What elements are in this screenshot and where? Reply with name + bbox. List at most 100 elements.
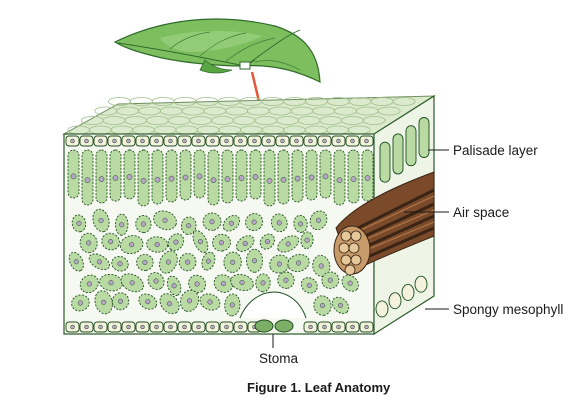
nucleus	[209, 219, 215, 225]
vein-tube	[350, 254, 362, 266]
nucleus	[364, 175, 371, 181]
nucleus	[70, 138, 75, 144]
lower-epidermis	[65, 321, 374, 333]
nucleus	[280, 176, 287, 183]
nucleus	[242, 240, 248, 247]
nucleus	[126, 324, 131, 330]
nucleus	[98, 176, 105, 182]
nucleus	[229, 302, 235, 308]
nucleus	[117, 298, 124, 304]
side-epidermis-cell	[414, 275, 428, 293]
nucleus	[142, 259, 148, 266]
nucleus	[140, 324, 145, 330]
nucleus	[304, 237, 310, 243]
nucleus	[238, 324, 243, 330]
nucleus	[210, 177, 217, 184]
nucleus	[140, 221, 146, 227]
nucleus	[207, 299, 213, 305]
side-palisade-cell	[379, 141, 391, 183]
nucleus	[86, 240, 92, 246]
vein-tube	[350, 230, 362, 242]
nucleus	[295, 260, 302, 266]
nucleus	[154, 176, 161, 183]
nucleus	[327, 277, 333, 283]
vein-tube	[340, 254, 352, 266]
nucleus	[108, 239, 114, 245]
nucleus	[251, 258, 258, 264]
nucleus	[347, 280, 353, 286]
nucleus	[306, 282, 312, 288]
nucleus	[252, 174, 259, 180]
nucleus	[112, 138, 117, 144]
nucleus	[129, 280, 135, 286]
nucleus	[308, 138, 313, 144]
nucleus	[224, 138, 229, 144]
nucleus	[126, 138, 131, 144]
vein-tube	[340, 230, 352, 242]
nucleus	[322, 173, 329, 180]
nucleus	[238, 138, 243, 144]
nucleus	[276, 261, 282, 267]
spongy-cells	[68, 208, 359, 317]
nucleus	[276, 220, 282, 226]
nucleus	[96, 259, 102, 265]
nucleus	[112, 324, 117, 330]
nucleus	[283, 277, 289, 283]
nucleus	[140, 177, 147, 184]
label-air-space: Air space	[453, 205, 509, 220]
nucleus	[126, 174, 133, 180]
vein-cross-section	[333, 225, 371, 276]
nucleus	[196, 138, 201, 144]
nucleus	[129, 242, 135, 248]
nucleus	[153, 278, 159, 284]
nucleus	[165, 259, 171, 265]
nucleus	[119, 222, 125, 228]
nucleus	[186, 298, 193, 304]
nucleus	[196, 173, 203, 180]
nucleus	[173, 239, 179, 245]
nucleus	[86, 281, 92, 287]
label-spongy-mesophyll: Spongy mesophyll	[453, 302, 563, 317]
cuticle-scale	[362, 116, 386, 125]
nucleus	[154, 241, 160, 248]
nucleus	[70, 324, 75, 330]
nucleus	[294, 138, 299, 144]
nucleus	[336, 138, 341, 144]
nucleus	[337, 302, 344, 308]
side-epidermis-cell	[388, 292, 402, 310]
nucleus	[84, 138, 89, 144]
nucleus	[238, 175, 245, 181]
nucleus	[350, 324, 355, 330]
nucleus	[154, 138, 159, 144]
upper-epidermis	[65, 135, 374, 147]
nucleus	[76, 220, 82, 226]
side-epidermis-cell	[401, 284, 415, 301]
nucleus	[210, 138, 215, 144]
nucleus	[194, 281, 200, 287]
nucleus	[220, 281, 226, 287]
nucleus	[182, 138, 187, 144]
nucleus	[168, 175, 175, 182]
nucleus	[251, 219, 257, 225]
nucleus	[101, 299, 107, 305]
palisade-cells	[67, 149, 374, 207]
nucleus	[196, 324, 201, 330]
nucleus	[70, 173, 77, 180]
nucleus	[322, 324, 327, 330]
nucleus	[162, 217, 168, 223]
vein-bundle	[333, 171, 435, 276]
nucleus	[336, 324, 341, 330]
nucleus	[108, 280, 114, 286]
nucleus	[154, 324, 159, 330]
side-epidermis-cell	[375, 300, 389, 318]
nucleus	[171, 283, 177, 289]
nucleus	[308, 324, 313, 330]
nucleus	[230, 259, 236, 265]
nucleus	[260, 280, 266, 286]
nucleus	[264, 239, 270, 245]
nucleus	[218, 240, 225, 246]
cross-section-block	[62, 94, 436, 336]
nucleus	[364, 324, 369, 330]
nucleus	[197, 239, 203, 245]
nucleus	[285, 241, 291, 247]
